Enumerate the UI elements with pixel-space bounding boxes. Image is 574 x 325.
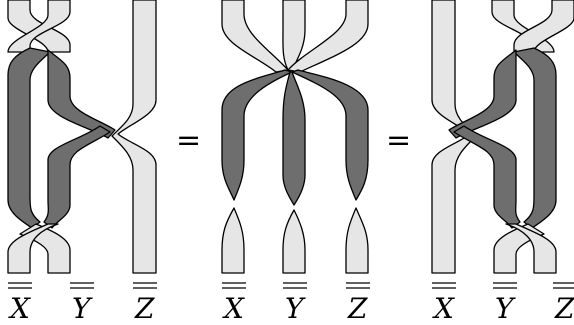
ribbon: [47, 49, 116, 139]
label-x: X: [8, 292, 31, 325]
ribbon: [291, 69, 369, 201]
ribbon: [505, 223, 557, 274]
ribbon: [43, 125, 111, 229]
label-z: Z: [347, 292, 368, 325]
panel-middle: X Y Z: [221, 0, 370, 325]
equals-sign: =: [176, 123, 201, 158]
ribbon: [282, 71, 306, 206]
equals-sign: =: [386, 123, 411, 158]
ribbon: [282, 209, 306, 274]
label-x: X: [222, 292, 245, 325]
ribbon: [221, 0, 289, 73]
ribbon: [7, 47, 51, 229]
ribbon: [221, 69, 293, 201]
ribbon: [111, 0, 157, 274]
label-z: Z: [554, 292, 574, 325]
label-y: Y: [72, 292, 93, 325]
ribbon: [345, 207, 369, 274]
label-z: Z: [134, 292, 155, 325]
ribbon: [221, 207, 245, 274]
label-x: X: [432, 292, 455, 325]
label-y: Y: [285, 292, 306, 325]
ribbon: [7, 223, 59, 274]
label-y: Y: [495, 292, 516, 325]
panel-left: X Y Z: [7, 0, 157, 325]
ribbon: [448, 49, 517, 139]
ribbon: [453, 125, 521, 229]
ribbon: [513, 47, 557, 229]
panel-right: X Y Z: [431, 0, 574, 325]
